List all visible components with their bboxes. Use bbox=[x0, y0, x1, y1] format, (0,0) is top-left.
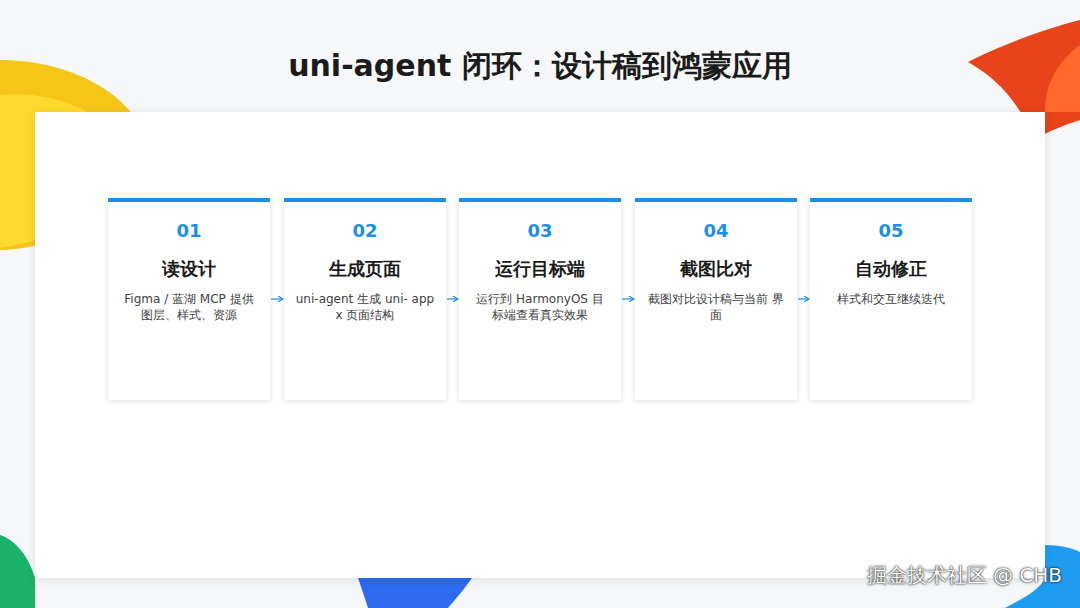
watermark: 掘金技术社区 @ CHB bbox=[867, 562, 1062, 589]
step-number: 01 bbox=[118, 220, 260, 241]
blue-shape bbox=[358, 578, 472, 608]
step-description: 运行到 HarmonyOS 目 标端查看真实效果 bbox=[469, 291, 611, 323]
step-card: 02 生成页面 uni-agent 生成 uni- app x 页面结构 bbox=[284, 198, 446, 400]
green-shape bbox=[0, 535, 35, 608]
step-description: 样式和交互继续迭代 bbox=[820, 291, 962, 307]
flow-arrow bbox=[271, 298, 283, 299]
step-card: 04 截图比对截图对比设计稿与当前 界面 bbox=[635, 198, 797, 400]
step-number: 04 bbox=[645, 220, 787, 241]
step-number: 02 bbox=[294, 220, 436, 241]
step-description: 截图对比设计稿与当前 界面 bbox=[645, 291, 787, 323]
flow-arrow bbox=[447, 298, 458, 299]
step-card: 03 运行目标端运行到 HarmonyOS 目 标端查看真实效果 bbox=[459, 198, 621, 400]
step-heading: 自动修正 bbox=[820, 257, 962, 281]
flow-arrow bbox=[798, 298, 809, 299]
flow-arrow bbox=[622, 298, 634, 299]
step-heading: 读设计 bbox=[118, 257, 260, 281]
step-number: 05 bbox=[820, 220, 962, 241]
step-card: 05 自动修正样式和交互继续迭代 bbox=[810, 198, 972, 400]
step-card: 01 读设计 Figma / 蓝湖 MCP 提供 图层、样式、资源 bbox=[108, 198, 270, 400]
step-heading: 生成页面 bbox=[294, 257, 436, 281]
red-shape bbox=[1045, 45, 1080, 112]
step-heading: 截图比对 bbox=[645, 257, 787, 281]
step-heading: 运行目标端 bbox=[469, 257, 611, 281]
step-description: Figma / 蓝湖 MCP 提供 图层、样式、资源 bbox=[118, 291, 260, 323]
diagram-title: uni-agent 闭环：设计稿到鸿蒙应用 bbox=[0, 46, 1080, 87]
step-number: 03 bbox=[469, 220, 611, 241]
step-description: uni-agent 生成 uni- app x 页面结构 bbox=[294, 291, 436, 323]
